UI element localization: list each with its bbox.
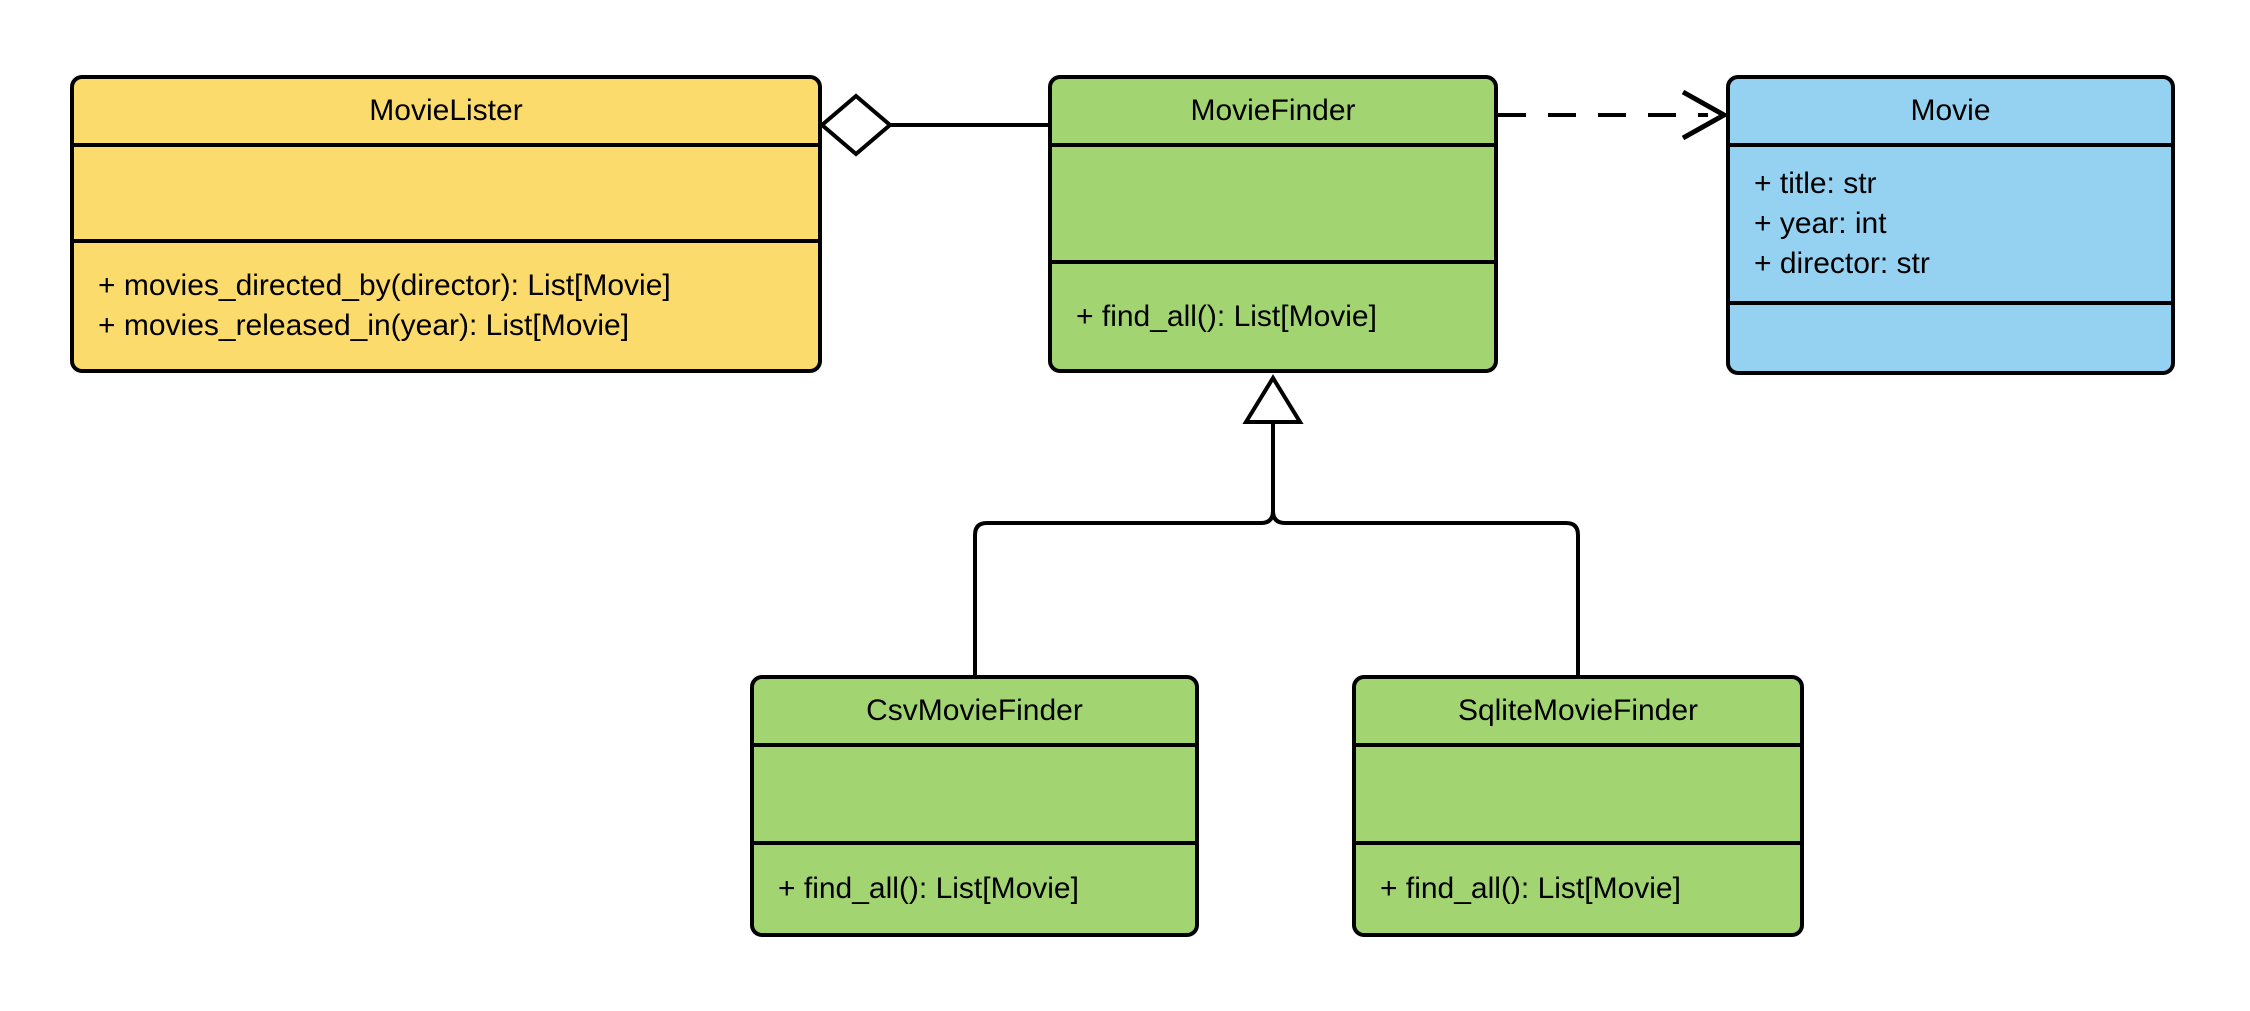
class-sqlitemoviefinder-attributes — [1356, 743, 1800, 841]
class-movielister-attributes — [74, 143, 818, 239]
aggregation-diamond — [818, 93, 894, 157]
method-line: + find_all(): List[Movie] — [778, 872, 1079, 905]
dependency-edge-moviefinder-movie — [1498, 89, 1730, 141]
class-moviefinder-attributes — [1052, 143, 1494, 260]
dependency-arrowhead — [1681, 89, 1730, 141]
method-line: + movies_released_in(year): List[Movie] — [98, 309, 630, 342]
method-line: + find_all(): List[Movie] — [1076, 299, 1377, 333]
class-csvmoviefinder-methods: + find_all(): List[Movie] — [754, 841, 1195, 933]
class-movie: Movie + title: str + year: int + directo… — [1726, 75, 2175, 375]
class-movielister-title: MovieLister — [369, 94, 523, 127]
class-csvmoviefinder-attributes — [754, 743, 1195, 841]
inheritance-triangle — [1242, 374, 1304, 424]
method-line: + find_all(): List[Movie] — [1380, 872, 1681, 905]
class-movie-methods — [1730, 301, 2171, 371]
inheritance-edge-sqlitemoviefinder — [1271, 424, 1580, 677]
class-sqlitemoviefinder-title: SqliteMovieFinder — [1457, 694, 1699, 727]
class-movielister: MovieLister + movies_directed_by(directo… — [70, 75, 822, 373]
class-moviefinder-methods: + find_all(): List[Movie] — [1052, 260, 1494, 369]
class-sqlitemoviefinder-methods: + find_all(): List[Movie] — [1356, 841, 1800, 933]
aggregation-edge-movielister-moviefinder — [818, 93, 1048, 157]
class-movielister-methods: + movies_directed_by(director): List[Mov… — [74, 239, 818, 369]
attribute-line: + title: str — [1754, 167, 1877, 200]
class-csvmoviefinder-title: CsvMovieFinder — [866, 694, 1083, 727]
class-csvmoviefinder: CsvMovieFinder + find_all(): List[Movie] — [750, 675, 1199, 937]
class-movie-title: Movie — [1910, 94, 1991, 127]
inheritance-edges — [973, 374, 1580, 677]
class-moviefinder: MovieFinder + find_all(): List[Movie] — [1048, 75, 1498, 373]
attribute-line: + director: str — [1754, 247, 1930, 280]
class-moviefinder-title: MovieFinder — [1190, 94, 1356, 127]
method-line: + movies_directed_by(director): List[Mov… — [98, 269, 671, 302]
attribute-line: + year: int — [1754, 207, 1887, 240]
inheritance-edge-csvmoviefinder — [973, 424, 1275, 677]
class-sqlitemoviefinder: SqliteMovieFinder + find_all(): List[Mov… — [1352, 675, 1804, 937]
class-movie-attributes: + title: str + year: int + director: str — [1730, 143, 2171, 301]
